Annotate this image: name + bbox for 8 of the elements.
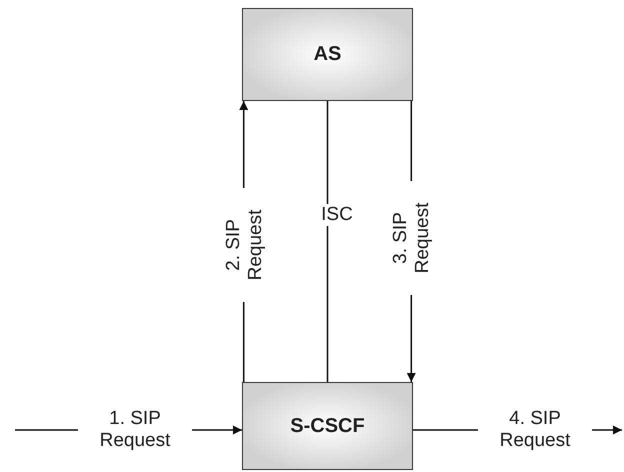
edge-label: 1. SIP Request	[78, 408, 192, 452]
edge-label: 4. SIP Request	[478, 408, 592, 452]
box-label: S-CSCF	[290, 414, 365, 438]
edge-label: 2. SIP Request	[223, 188, 267, 302]
process-box	[242, 8, 413, 101]
edge-label: 3. SIP Request	[390, 181, 434, 295]
box-label: AS	[314, 43, 342, 66]
process-box	[242, 382, 413, 470]
